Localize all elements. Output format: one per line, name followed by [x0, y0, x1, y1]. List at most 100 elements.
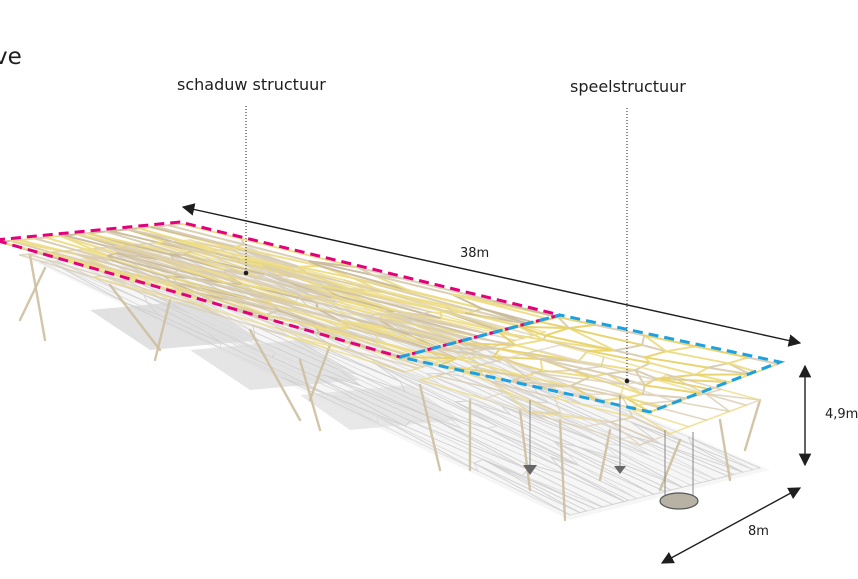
frame-member: [627, 406, 690, 428]
frame-member: [137, 227, 187, 243]
frame-member: [639, 438, 655, 446]
frame-member: [346, 348, 406, 373]
page-heading-fragment: ve: [0, 44, 22, 70]
shadow-member: [742, 469, 754, 473]
frame-member: [27, 251, 50, 256]
frame-member: [620, 393, 630, 409]
shadow-member: [473, 462, 479, 472]
frame-member: [51, 251, 170, 291]
frame-member: [456, 357, 526, 378]
shadow-member: [633, 436, 661, 445]
shadow-member: [582, 403, 611, 408]
frame-member: [620, 393, 646, 405]
shadow-member: [376, 364, 456, 403]
shadow-member: [525, 401, 622, 439]
frame-member: [669, 425, 690, 435]
shadow-member: [567, 453, 655, 495]
shadow-member: [457, 348, 479, 363]
width-dimension-arrow: [660, 487, 802, 564]
frame-member: [124, 243, 147, 247]
frame-member: [65, 248, 83, 252]
frame-member: [627, 406, 671, 435]
frame-member: [641, 393, 688, 400]
frame-member: [539, 358, 544, 372]
frame-member: [531, 371, 625, 386]
shadow-member: [329, 395, 356, 400]
support-leg: [743, 398, 762, 452]
support-leg: [153, 298, 172, 362]
shadow-member: [525, 401, 621, 446]
frame-member: [433, 347, 501, 350]
frame-member: [705, 410, 731, 421]
shadow-member: [477, 470, 571, 516]
frame-member: [579, 421, 612, 429]
frame-member: [600, 365, 658, 382]
shadow-member: [579, 510, 588, 514]
support-leg: [308, 343, 332, 402]
shadow-member: [558, 465, 625, 502]
frame-member: [609, 421, 641, 446]
frame-member: [623, 383, 674, 402]
frame-member: [472, 358, 504, 368]
shadow-member: [536, 391, 635, 438]
frame-member: [544, 327, 570, 337]
shadow-member: [399, 380, 498, 427]
frame-member: [586, 349, 652, 364]
shadow-member: [567, 453, 580, 466]
frame-member: [613, 349, 646, 359]
frame-member: [94, 247, 175, 274]
shadow-member: [586, 508, 596, 512]
shadow-member: [482, 458, 588, 512]
shadow-member: [714, 475, 729, 480]
frame-member: [492, 356, 542, 360]
support-leg: [718, 418, 732, 482]
shadow-member: [612, 501, 625, 505]
frame-member: [436, 374, 508, 393]
frame-member: [627, 406, 634, 419]
shadow-member: [576, 446, 622, 460]
shadow-member: [429, 416, 463, 430]
shadow-member: [338, 369, 463, 430]
shadow-member: [623, 499, 630, 502]
frame-member: [498, 347, 580, 363]
shadow-member: [525, 401, 653, 457]
frame-member: [609, 421, 655, 441]
shadow-member: [486, 425, 498, 429]
frame-member: [51, 251, 165, 284]
frame-member: [433, 347, 458, 360]
shadow-member: [553, 440, 666, 492]
shadow-member: [578, 465, 647, 497]
shadow-member: [550, 456, 560, 467]
shadow-member: [628, 498, 638, 501]
shadow-member: [354, 398, 406, 427]
frame-member: [505, 391, 528, 413]
shadow-member: [338, 369, 360, 376]
frame-member: [655, 377, 712, 391]
shadow-member: [527, 468, 603, 508]
frame-member: [502, 353, 526, 361]
frame-member: [656, 379, 707, 395]
frame-member: [491, 381, 562, 415]
shadow-member: [558, 465, 630, 501]
frame-member: [600, 356, 605, 368]
frame-member: [472, 365, 493, 383]
frame-member: [531, 369, 575, 374]
frame-member: [419, 374, 438, 381]
frame-member: [109, 230, 194, 252]
shadow-member: [219, 347, 331, 397]
frame-member: [641, 384, 646, 396]
frame-member: [727, 362, 758, 373]
frame-member: [537, 344, 561, 352]
frame-member: [745, 399, 761, 407]
frame-member: [523, 353, 603, 368]
shade-callout-dot: [243, 270, 249, 276]
shadow-member: [631, 421, 661, 445]
shadow-member: [429, 416, 526, 464]
frame-member: [704, 392, 731, 413]
shadow-member: [659, 443, 735, 475]
shadow-member: [445, 373, 463, 377]
frame-member: [649, 362, 697, 376]
shadow-member: [651, 455, 710, 482]
